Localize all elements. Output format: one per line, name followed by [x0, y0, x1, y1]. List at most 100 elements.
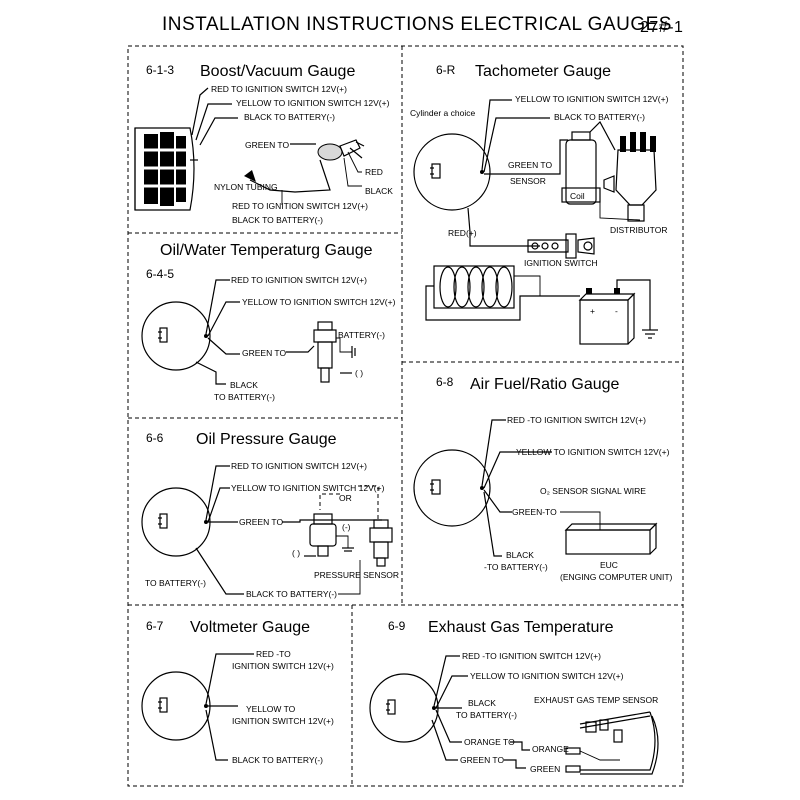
tacho-yellow-label: YELLOW TO IGNITION SWITCH 12V(+) — [515, 94, 669, 104]
oilwater-black-label: BLACK — [230, 380, 258, 390]
section-title: Boost/Vacuum Gauge — [200, 63, 355, 80]
tacho-green-label: GREEN TO — [508, 160, 552, 170]
boost-red-label: RED TO IGNITION SWITCH 12V(+) — [211, 84, 347, 94]
boost-black-label: BLACK TO BATTERY(-) — [244, 112, 335, 122]
svg-text:+: + — [590, 306, 595, 316]
ignition-coil-icon: Coil — [561, 131, 601, 205]
boost-black-short: BLACK — [365, 186, 393, 196]
section-oil-water-temp: Oil/Water Temperaturg Gauge 6-4-5 RED TO… — [141, 242, 396, 402]
section-tachometer: 6-R Tachometer Gauge Cylinder a choice Y… — [410, 63, 669, 345]
section-title: Voltmeter Gauge — [190, 619, 310, 636]
section-code: 6-6 — [146, 431, 164, 445]
airfuel-black-label: BLACK — [506, 550, 534, 560]
volt-red2-label: IGNITION SWITCH 12V(+) — [232, 661, 334, 671]
ignition-switch-icon — [527, 233, 595, 259]
o2-sensor-label: O₂ SENSOR SIGNAL WIRE — [540, 486, 646, 496]
oilpress-green-label: GREEN TO — [239, 517, 283, 527]
coil-label: Coil — [570, 191, 585, 201]
egt-yellow-label: YELLOW TO IGNITION SWITCH 12V(+) — [470, 671, 624, 681]
tacho-sensor-label: SENSOR — [510, 176, 546, 186]
section-title: Oil Pressure Gauge — [196, 431, 337, 448]
section-boost-vacuum: 6-1-3 Boost/Vacuum Gauge RED TO IGNITION… — [134, 63, 393, 225]
section-code: 6-4-5 — [146, 267, 174, 281]
euc-label: EUC — [600, 560, 618, 570]
section-title: Air Fuel/Ratio Gauge — [470, 376, 620, 393]
airfuel-red-label: RED -TO IGNITION SWITCH 12V(+) — [507, 415, 646, 425]
tachometer-gauge-icon — [413, 133, 491, 211]
svg-text:( ): ( ) — [292, 548, 300, 558]
egt-orange-label: ORANGE TO — [464, 737, 515, 747]
oilpress-minus-label: (-) — [342, 522, 351, 532]
section-code: 6-8 — [436, 375, 454, 389]
boost-green-label: GREEN TO — [245, 140, 289, 150]
egt-green-label: GREEN TO — [460, 755, 504, 765]
exhaust-temp-sensor-icon — [565, 711, 659, 775]
section-exhaust-gas-temp: 6-9 Exhaust Gas Temperature RED -TO IGNI… — [369, 619, 659, 775]
airfuel-black2-label: -TO BATTERY(-) — [484, 562, 548, 572]
temp-gauge-icon — [141, 301, 211, 371]
oilpress-red-label: RED TO IGNITION SWITCH 12V(+) — [231, 461, 367, 471]
section-code: 6-7 — [146, 619, 164, 633]
egt-gauge-icon — [369, 673, 439, 743]
boost-red2-label: RED TO IGNITION SWITCH 12V(+) — [232, 201, 368, 211]
oilwater-yellow-label: YELLOW TO IGNITION SWITCH 12V(+) — [242, 297, 396, 307]
pressure-sensor-icon — [369, 519, 393, 567]
section-title: Tachometer Gauge — [475, 63, 611, 80]
svg-text:-: - — [615, 306, 618, 316]
voltmeter-gauge-icon — [141, 671, 211, 741]
distributor-label: DISTRIBUTOR — [610, 225, 667, 235]
air-fuel-gauge-icon — [413, 449, 491, 527]
oil-pressure-sender-icon — [309, 513, 337, 557]
oilwater-green-label: GREEN TO — [242, 348, 286, 358]
tacho-red-label: RED(+) — [448, 228, 477, 238]
section-code: 6-1-3 — [146, 63, 174, 77]
airfuel-green-label: GREEN-TO — [512, 507, 557, 517]
svg-text:( ): ( ) — [355, 368, 363, 378]
pressure-sensor-label: PRESSURE SENSOR — [314, 570, 399, 580]
battery-icon: + - — [578, 288, 636, 345]
boost-sender-icon — [290, 139, 365, 161]
oilwater-black2-label: TO BATTERY(-) — [214, 392, 275, 402]
page-code: 27#-1 — [640, 19, 683, 36]
egt-black-label: BLACK — [468, 698, 496, 708]
tacho-black-label: BLACK TO BATTERY(-) — [554, 112, 645, 122]
section-frame — [127, 45, 684, 787]
oilpress-to-battery-label: TO BATTERY(-) — [145, 578, 206, 588]
egt-black2-label: TO BATTERY(-) — [456, 710, 517, 720]
boost-red-short: RED — [365, 167, 383, 177]
volt-yellow-label: YELLOW TO — [246, 704, 296, 714]
distributor-icon — [603, 132, 657, 222]
oilwater-red-label: RED TO IGNITION SWITCH 12V(+) — [231, 275, 367, 285]
nylon-tubing-label: NYLON TUBING — [214, 182, 278, 192]
section-code: 6-R — [436, 63, 456, 77]
euc-full-label: (ENGING COMPUTER UNIT) — [560, 572, 673, 582]
ignition-switch-label: IGNITION SWITCH — [524, 258, 598, 268]
volt-black-label: BLACK TO BATTERY(-) — [232, 755, 323, 765]
oilwater-battery-label: BATTERY(-) — [338, 330, 385, 340]
egt-red-label: RED -TO IGNITION SWITCH 12V(+) — [462, 651, 601, 661]
egt-orange2-label: ORANGE — [532, 744, 569, 754]
oil-pressure-gauge-icon — [141, 487, 211, 557]
page-title: INSTALLATION INSTRUCTIONS ELECTRICAL GAU… — [162, 14, 672, 35]
or-label: OR — [339, 493, 352, 503]
gauge-side-view-icon — [134, 127, 198, 211]
wire-coil-bundle-icon — [433, 265, 515, 309]
temp-sender-icon — [313, 321, 337, 383]
egt-sensor-label: EXHAUST GAS TEMP SENSOR — [534, 695, 658, 705]
volt-red-label: RED -TO — [256, 649, 291, 659]
section-title: Exhaust Gas Temperature — [428, 619, 614, 636]
section-title: Oil/Water Temperaturg Gauge — [160, 242, 373, 259]
boost-yellow-label: YELLOW TO IGNITION SWITCH 12V(+) — [236, 98, 390, 108]
volt-yellow2-label: IGNITION SWITCH 12V(+) — [232, 716, 334, 726]
euc-computer-icon — [564, 522, 658, 555]
oilpress-black-label: BLACK TO BATTERY(-) — [246, 589, 337, 599]
boost-black2-label: BLACK TO BATTERY(-) — [232, 215, 323, 225]
oilpress-yellow-label: YELLOW TO IGNITION SWITCH 12V(+) — [231, 483, 385, 493]
airfuel-yellow-label: YELLOW TO IGNITION SWITCH 12V(+) — [516, 447, 670, 457]
section-code: 6-9 — [388, 619, 406, 633]
section-air-fuel-ratio: 6-8 Air Fuel/Ratio Gauge RED -TO IGNITIO… — [413, 375, 673, 582]
section-voltmeter: 6-7 Voltmeter Gauge RED -TO IGNITION SWI… — [141, 619, 334, 765]
section-oil-pressure: 6-6 Oil Pressure Gauge RED TO IGNITION S… — [141, 431, 399, 599]
egt-green2-label: GREEN — [530, 764, 560, 774]
